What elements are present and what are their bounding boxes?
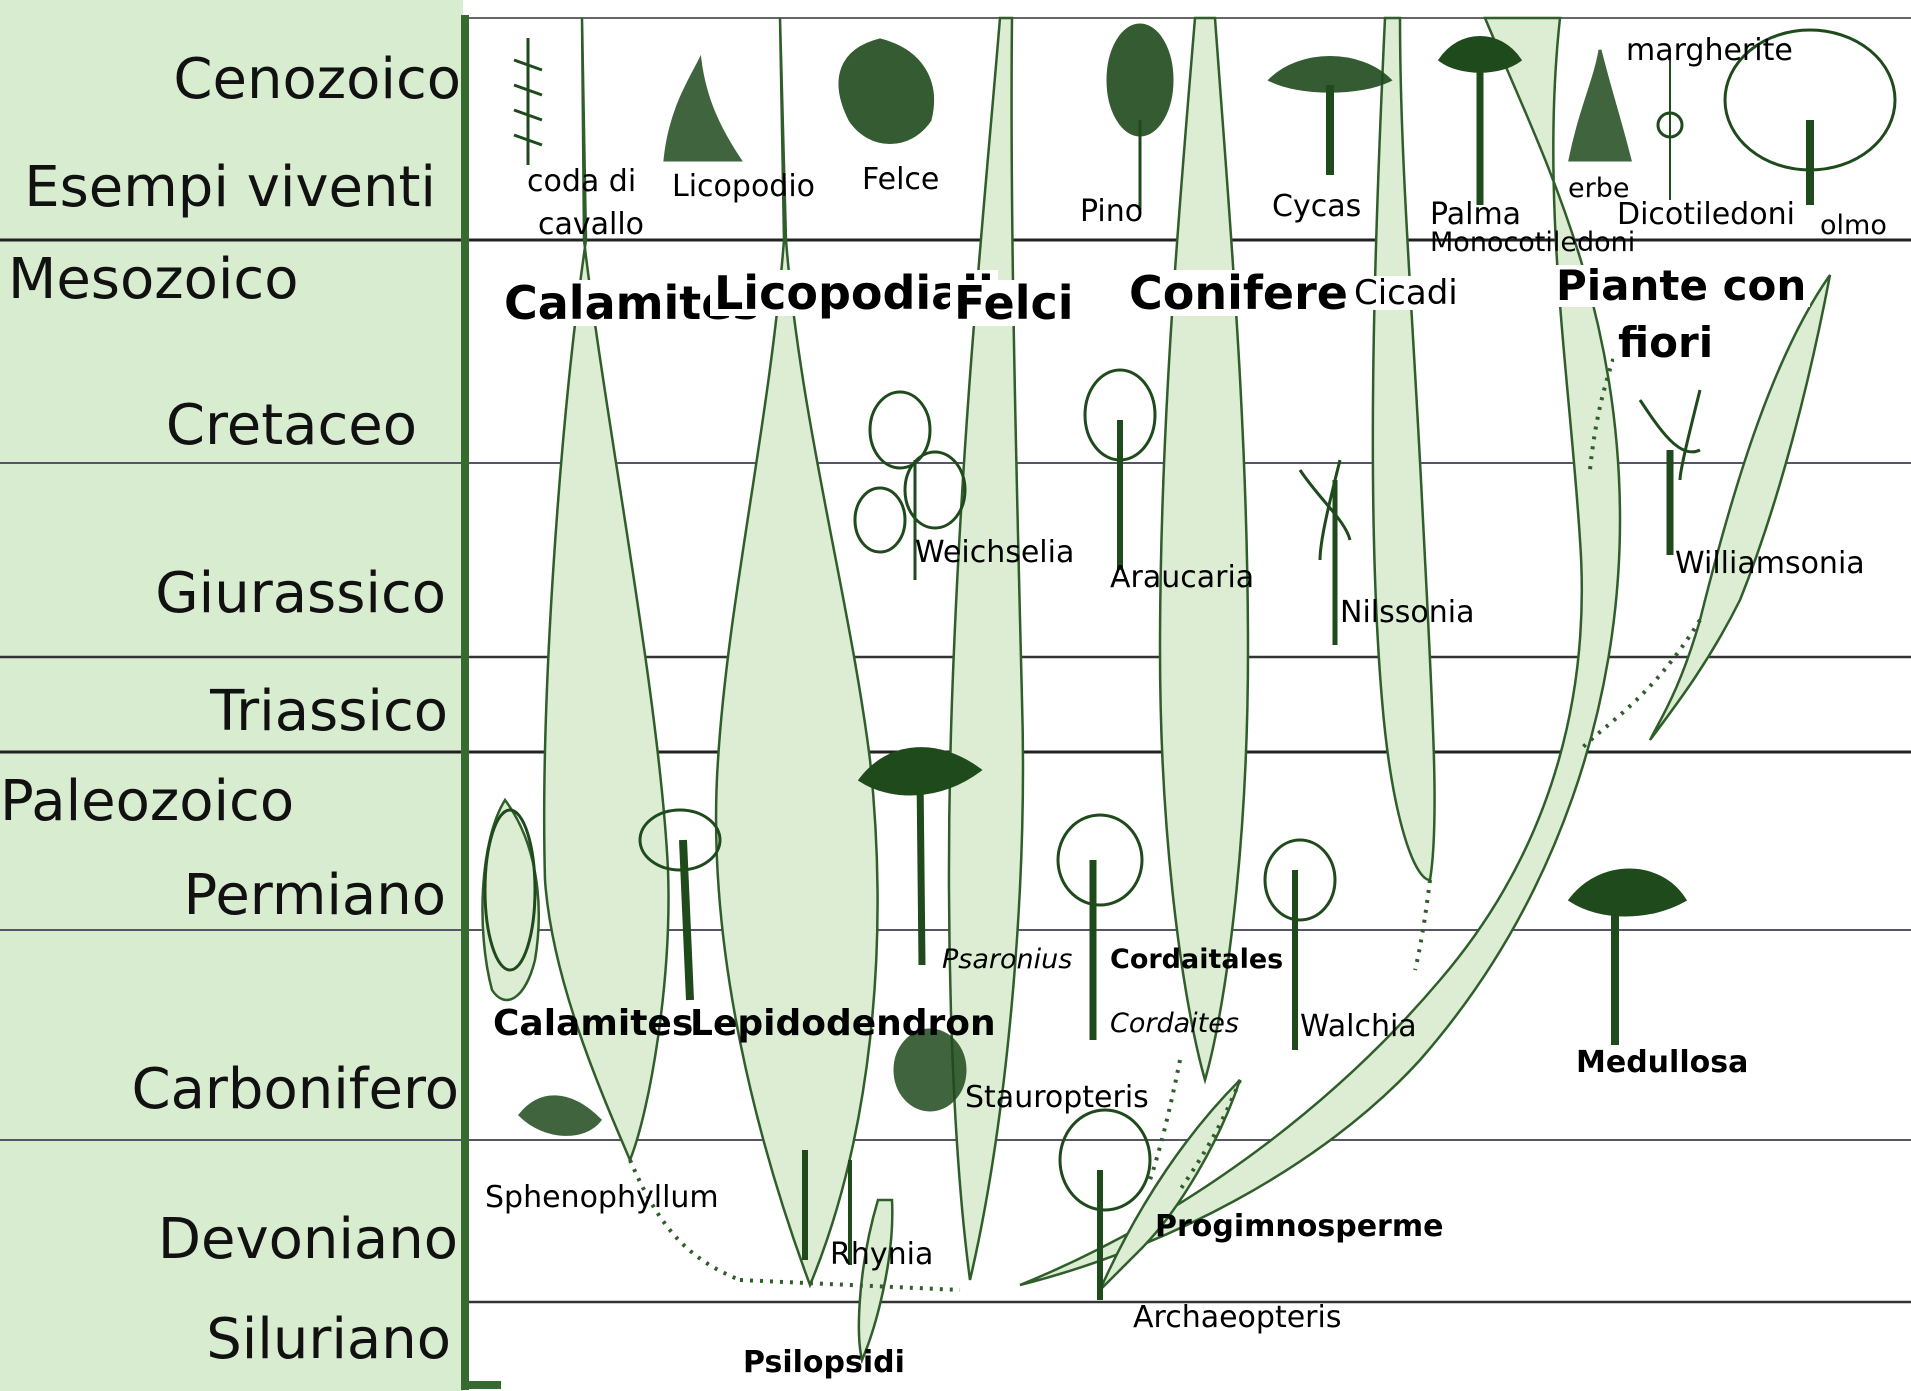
araucaria-icon	[1085, 370, 1155, 570]
time-axis	[461, 15, 469, 1390]
lycopod-icon	[665, 60, 740, 160]
group-felci: Felci	[950, 280, 1078, 326]
grass-icon	[1570, 50, 1630, 160]
label-cycas: Cycas	[1272, 192, 1361, 222]
lineage-licopodiali	[716, 18, 877, 1285]
period-siluriano: Siluriano	[206, 1312, 451, 1368]
cordaitales-icon	[1058, 815, 1142, 1040]
pine-icon	[1108, 25, 1172, 210]
group-cicadi: Cicadi	[1350, 276, 1462, 310]
label-coda-di: coda di	[527, 167, 636, 197]
label-araucaria: Araucaria	[1110, 563, 1254, 593]
group-conifere: Conifere	[1125, 270, 1352, 316]
label-rhynia: Rhynia	[830, 1240, 933, 1270]
label-licopodio: Licopodio	[672, 172, 815, 202]
lineage-psilopsidi	[859, 1200, 892, 1360]
medullosa-icon	[1570, 870, 1685, 1045]
label-walchia: Walchia	[1300, 1012, 1417, 1042]
label-pino: Pino	[1080, 197, 1143, 227]
period-devoniano: Devoniano	[158, 1212, 458, 1268]
fern-icon	[840, 40, 933, 143]
label-psilopsidi: Psilopsidi	[743, 1348, 905, 1378]
dotted-cicadi	[1415, 880, 1430, 970]
lineage-conifere	[1160, 18, 1248, 1080]
period-esempi-viventi: Esempi viventi	[24, 160, 436, 216]
label-cordaitales: Cordaitales	[1110, 946, 1283, 973]
label-margherite: margherite	[1626, 36, 1793, 66]
williamsonia-icon	[1640, 390, 1700, 555]
label-williamsonia: Williamsonia	[1675, 549, 1865, 579]
dotted-sphenophyllum	[630, 1160, 740, 1280]
group-piante-con-fiori-2: fiori	[1614, 322, 1717, 364]
label-cordaites: Cordaites	[1110, 1010, 1239, 1037]
period-triassico: Triassico	[210, 684, 448, 740]
label-olmo: olmo	[1820, 212, 1887, 239]
label-medullosa: Medullosa	[1576, 1048, 1748, 1078]
label-lepidodendron: Lepidodendron	[690, 1006, 996, 1042]
sphenophyllum-icon	[520, 1097, 600, 1135]
daisy-icon	[1658, 60, 1682, 200]
label-weichselia: Weichselia	[915, 538, 1074, 568]
label-sphenophyllum: Sphenophyllum	[485, 1183, 719, 1213]
label-dicotiledoni: Dicotiledoni	[1617, 200, 1795, 230]
label-monocotiledoni: Monocotiledoni	[1430, 229, 1635, 256]
group-piante-con-fiori-1: Piante con	[1552, 265, 1810, 307]
label-nilssonia: Nilssonia	[1340, 598, 1474, 628]
label-archaeopteris: Archaeopteris	[1133, 1303, 1341, 1333]
archaeopteris-icon	[1060, 1110, 1150, 1300]
cycas-icon	[1270, 58, 1390, 176]
label-psaronius: Psaronius	[942, 946, 1072, 973]
era-paleozoico: Paleozoico	[0, 774, 294, 830]
era-mesozoico: Mesozoico	[8, 252, 298, 308]
label-cavallo: cavallo	[538, 210, 644, 240]
period-cretaceo: Cretaceo	[166, 398, 417, 454]
period-giurassico: Giurassico	[155, 566, 446, 622]
horsetail-icon	[514, 38, 542, 165]
label-calamites-fossil: Calamites	[493, 1006, 693, 1042]
axis-foot	[461, 1381, 501, 1389]
period-cenozoico: Cenozoico	[173, 52, 461, 108]
period-carbonifero: Carbonifero	[131, 1062, 459, 1118]
label-felce: Felce	[862, 165, 939, 195]
period-permiano: Permiano	[184, 868, 446, 924]
dotted-rhynia	[740, 1280, 960, 1290]
label-progimnosperme: Progimnosperme	[1155, 1212, 1443, 1242]
palm-icon	[1440, 38, 1520, 206]
label-stauropteris: Stauropteris	[965, 1083, 1149, 1113]
label-palma: Palma	[1430, 200, 1521, 230]
